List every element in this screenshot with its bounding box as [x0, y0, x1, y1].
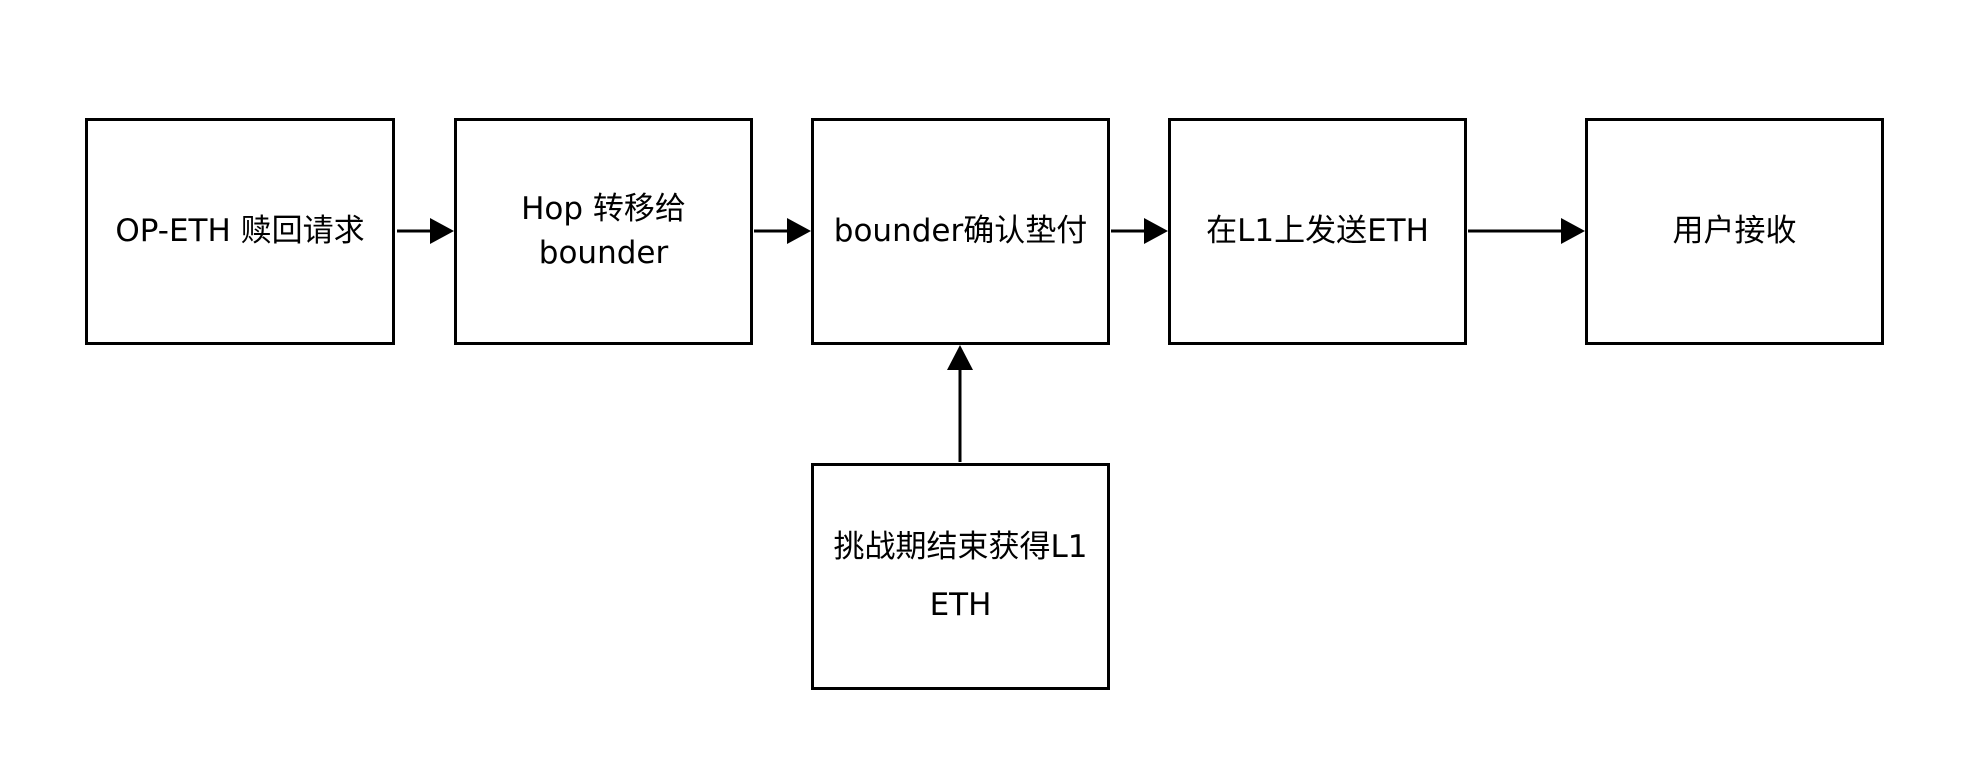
node-label: bounder确认垫付	[833, 212, 1088, 249]
node-op-eth-redeem-request: OP-ETH 赎回请求	[85, 118, 395, 345]
edge-n4-n5	[1468, 218, 1585, 244]
edge-n3-n4	[1111, 218, 1168, 244]
node-label: 用户接收	[1672, 212, 1797, 249]
node-challenge-period-end: 挑战期结束获得L1 ETH	[811, 463, 1110, 690]
edge-n1-n2	[397, 218, 454, 244]
edge-n6-n3	[947, 345, 973, 462]
node-send-eth-on-l1: 在L1上发送ETH	[1168, 118, 1467, 345]
node-label: 在L1上发送ETH	[1206, 212, 1429, 249]
node-label: Hop 转移给 bounder	[521, 191, 686, 271]
node-hop-transfer-to-bounder: Hop 转移给 bounder	[454, 118, 753, 345]
edge-n2-n3	[754, 218, 811, 244]
node-label: 挑战期结束获得L1 ETH	[833, 529, 1088, 623]
node-user-receive: 用户接收	[1585, 118, 1884, 345]
node-bounder-confirm-advance: bounder确认垫付	[811, 118, 1110, 345]
node-label: OP-ETH 赎回请求	[115, 212, 365, 249]
